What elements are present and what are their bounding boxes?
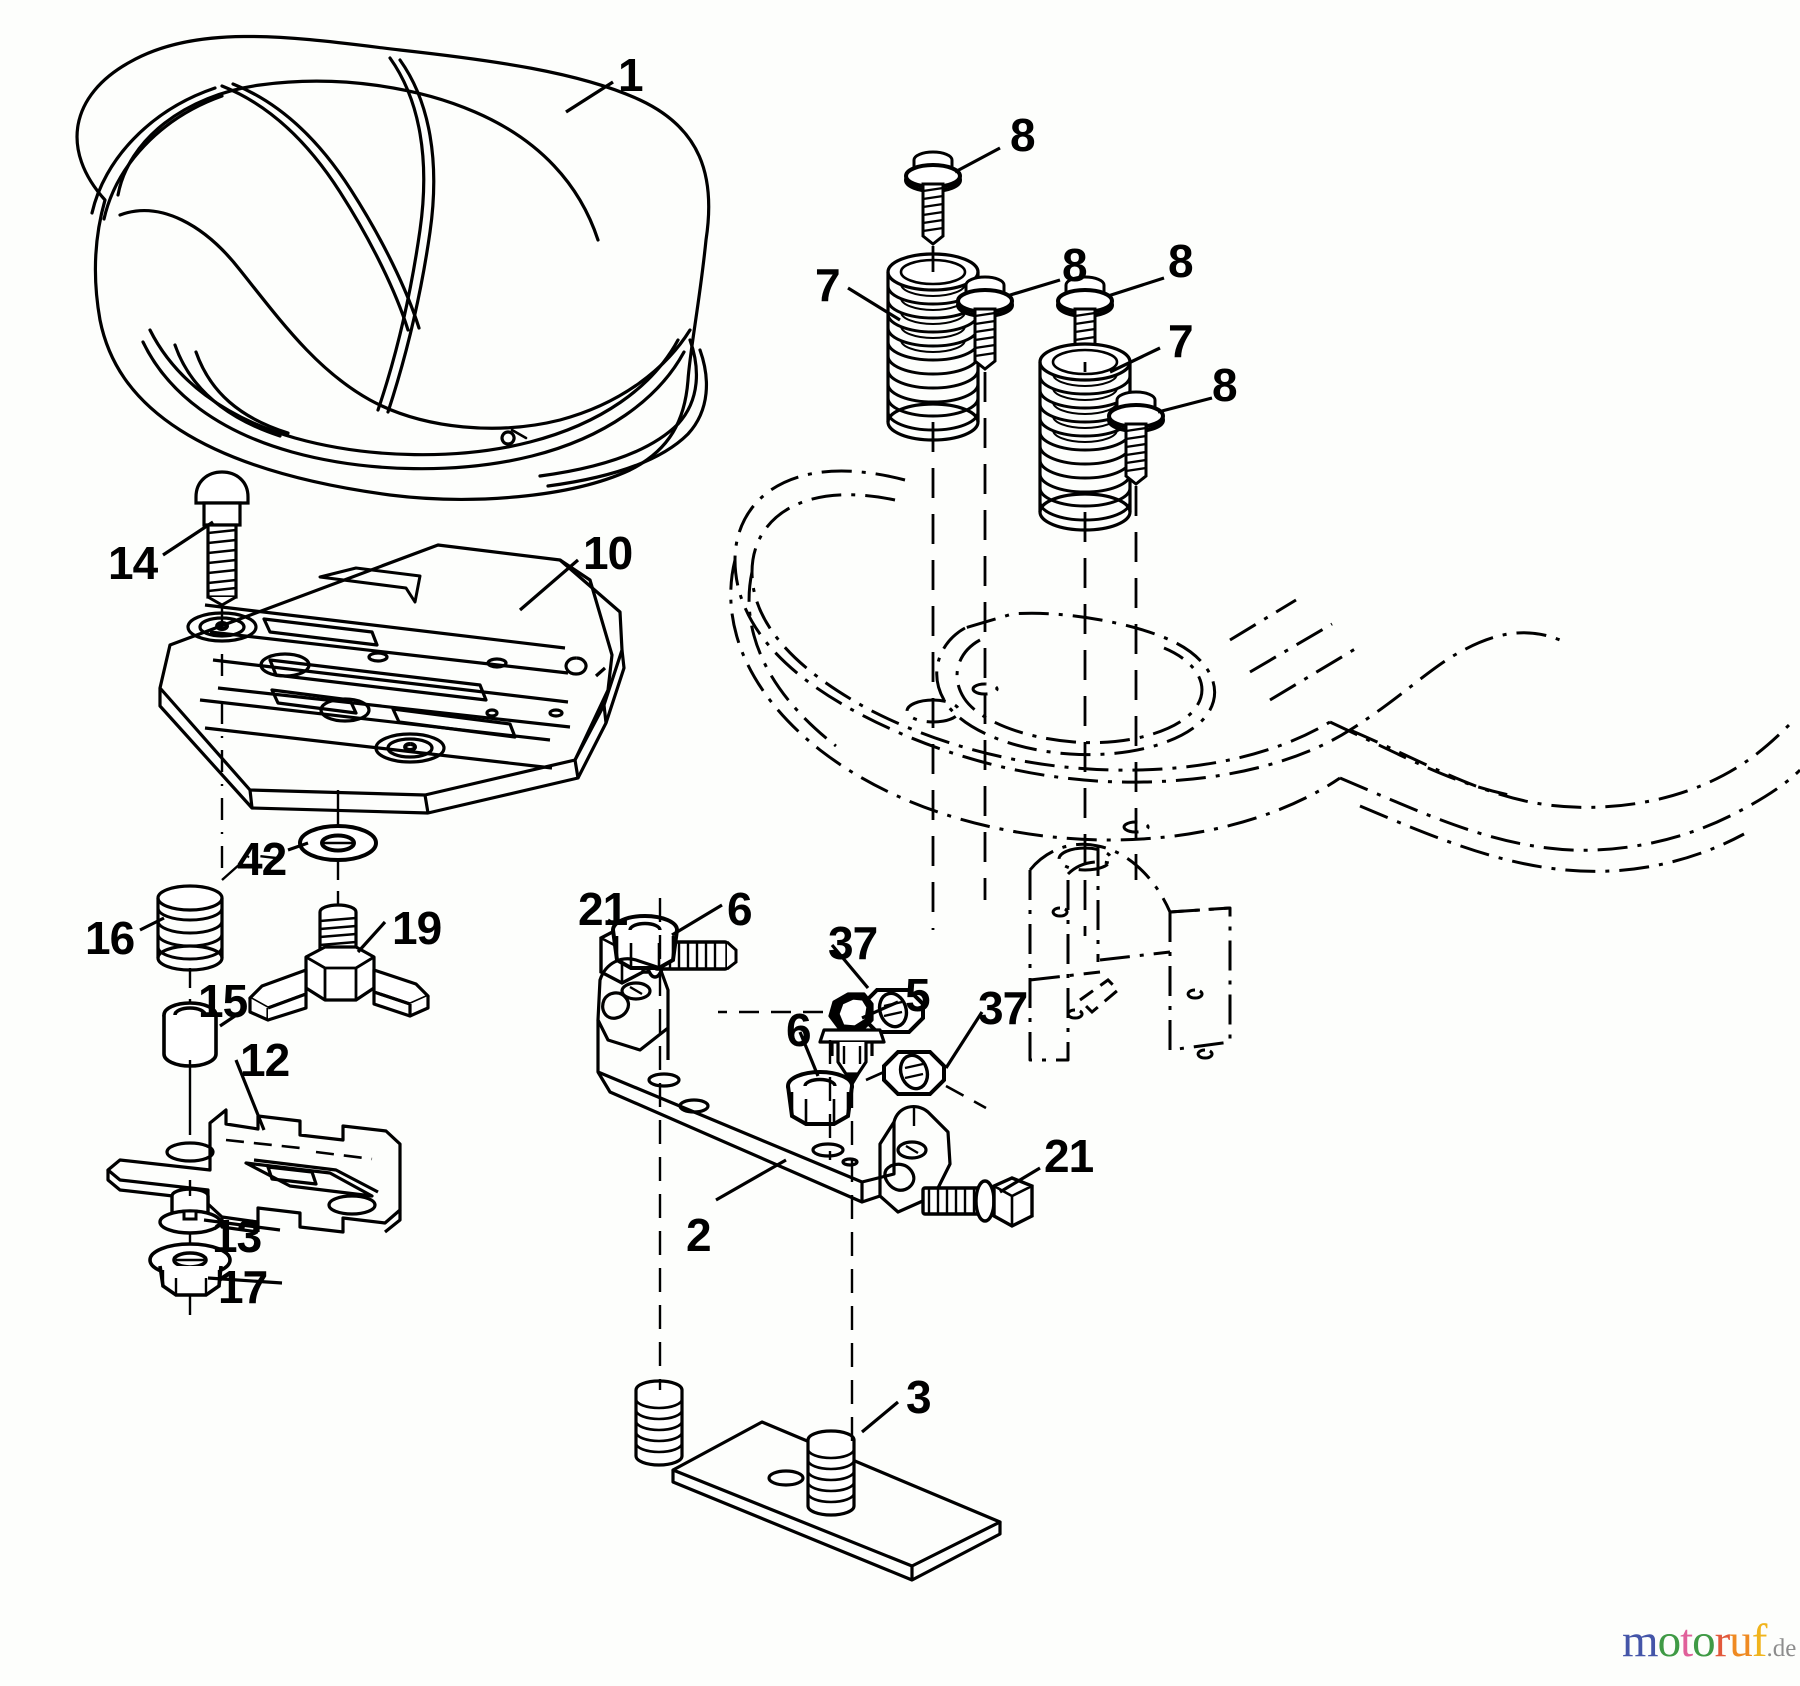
part-mounting-plate-3 <box>671 1420 1002 1582</box>
right-assembly-centerlines <box>931 246 1138 936</box>
callout-7-a: 7 <box>815 259 841 311</box>
part-wing-knob-19 <box>248 903 430 1022</box>
leader-8-b <box>1006 278 1061 298</box>
leader-16 <box>139 916 165 932</box>
logo-letter-t: t <box>1680 1615 1693 1667</box>
callout-6-top: 6 <box>727 883 753 935</box>
callout-13: 13 <box>212 1210 262 1262</box>
part-compression-spring-16 <box>156 884 224 972</box>
logo-letter-o2: o <box>1692 1615 1715 1667</box>
callout-10: 10 <box>583 527 633 579</box>
leader-17 <box>207 1276 283 1285</box>
callout-8-c: 8 <box>1168 235 1194 287</box>
part-flange-bolt-21-right <box>921 1176 1034 1228</box>
part-stud-right <box>806 1429 856 1517</box>
part-shoulder-bolt-13 <box>158 1187 222 1235</box>
part-stud-left <box>634 1379 684 1467</box>
part-seat-pan-10 <box>158 543 626 815</box>
callout-8-a: 8 <box>1010 109 1036 161</box>
part-slide-bracket-12 <box>106 1108 402 1234</box>
logo-letter-m: m <box>1622 1615 1659 1667</box>
centerline-14 <box>220 606 277 881</box>
leader-37-lower <box>944 1011 984 1069</box>
callout-14: 14 <box>108 537 158 589</box>
logo-letter-o1: o <box>1657 1615 1681 1667</box>
callout-42: 42 <box>237 833 287 885</box>
fender-reference-outline <box>729 469 1800 1062</box>
part-carriage-bolt-14 <box>194 470 250 607</box>
motoruf-watermark-logo: motoruf.de <box>1622 1614 1796 1668</box>
callout-21-right: 21 <box>1044 1130 1094 1182</box>
callout-6-lower: 6 <box>786 1004 812 1056</box>
leader-15 <box>219 1008 245 1028</box>
part-hex-nut-37-lower <box>882 1049 946 1096</box>
leader-6-top <box>671 903 723 937</box>
part-spacer-15 <box>162 1001 218 1068</box>
leader-3 <box>860 1400 900 1434</box>
callout-3: 3 <box>906 1371 932 1423</box>
logo-letter-r: r <box>1714 1615 1731 1667</box>
leader-7-a <box>847 286 901 322</box>
leader-19 <box>356 920 387 954</box>
callout-15: 15 <box>198 975 248 1027</box>
logo-letter-f: f <box>1751 1615 1768 1667</box>
callout-16: 16 <box>85 912 135 964</box>
callout-12: 12 <box>240 1034 290 1086</box>
callout-7-b: 7 <box>1168 315 1194 367</box>
part-seat-bracket-2 <box>596 957 952 1214</box>
part-lock-nut-6-lower <box>786 1070 854 1126</box>
leader-13 <box>203 1218 281 1232</box>
assembly-centerlines <box>658 898 916 1446</box>
callout-8-b: 8 <box>1062 239 1088 291</box>
leader-12 <box>234 1059 266 1131</box>
leader-10 <box>518 558 580 612</box>
callout-37-upper: 37 <box>828 917 878 969</box>
callout-37-lower: 37 <box>978 982 1028 1034</box>
callout-21-left: 21 <box>578 883 628 935</box>
leader-8-c <box>1107 276 1165 298</box>
part-wire-clip-5 <box>818 992 886 1086</box>
callout-1: 1 <box>618 49 644 101</box>
callout-5: 5 <box>905 969 931 1021</box>
leader-2 <box>715 1158 787 1202</box>
leader-8-d <box>1157 396 1213 414</box>
leader-5 <box>861 1000 899 1020</box>
leader-21-right <box>999 1166 1041 1194</box>
logo-letter-u: u <box>1729 1615 1752 1667</box>
part-seat <box>75 34 711 501</box>
leader-42 <box>287 841 309 852</box>
logo-tld: .de <box>1766 1635 1797 1662</box>
leader-37-upper <box>830 943 870 990</box>
callout-2: 2 <box>686 1209 712 1261</box>
callout-17: 17 <box>218 1261 268 1313</box>
part-flat-washer-42 <box>298 824 378 862</box>
dashline-37-lower <box>865 1070 987 1110</box>
leader-7-b <box>1109 346 1161 374</box>
leader-14 <box>162 520 214 557</box>
leader-6-lower <box>798 1031 820 1077</box>
callout-19: 19 <box>392 902 442 954</box>
fender-bracket-solid-details <box>1077 978 1121 1015</box>
leader-8-a <box>954 146 1001 174</box>
callout-8-d: 8 <box>1212 359 1238 411</box>
leader-1 <box>565 80 614 114</box>
